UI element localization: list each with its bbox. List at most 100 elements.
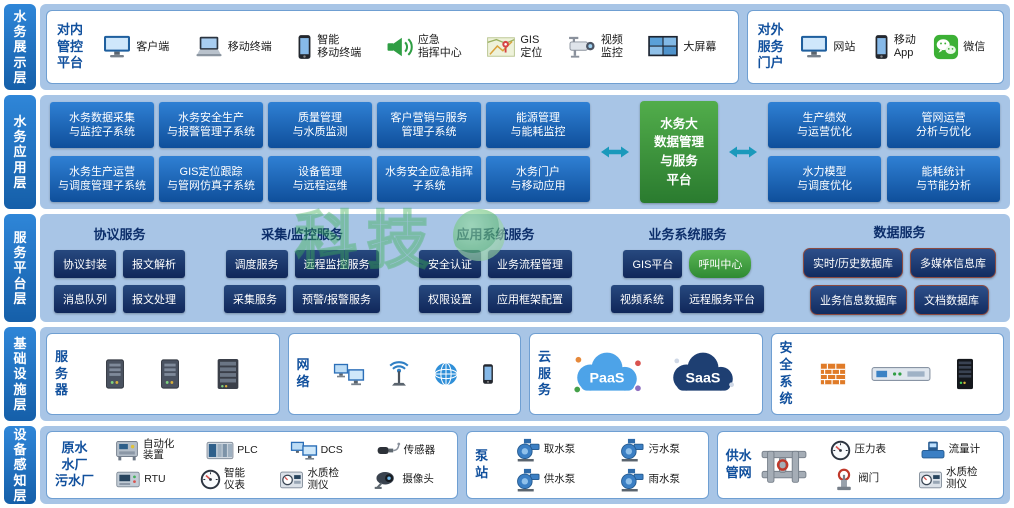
device-item-label: 供水泵 (543, 472, 576, 485)
device-item: 传感器 (375, 441, 436, 460)
display-layer-label: 水 务 展 示 层 (4, 4, 36, 90)
service-box: 业务流程管理 (488, 249, 572, 278)
sensor-icon (375, 441, 401, 460)
laptop-icon (194, 34, 224, 60)
service-group-header: 应用系统服务 (456, 226, 535, 242)
monitors-icon (333, 361, 365, 388)
desktop-icon (799, 34, 829, 60)
application-layer-label: 水 务 应 用 层 (4, 95, 36, 209)
valve-icon (833, 468, 855, 491)
service-group-data: 数据服务 实时/历史数据库多媒体信息库 业务信息数据库文档数据库 (802, 222, 996, 315)
network-icons (316, 360, 512, 388)
app-module-box: 设备管理 与远程运维 (268, 156, 372, 202)
display-item: 大屏幕 (647, 35, 716, 59)
machine-icon (114, 439, 140, 462)
service-group-header: 采集/监控服务 (261, 226, 343, 242)
app-module-box: 管网运营 分析与优化 (887, 102, 1000, 148)
infrastructure-layer-label: 基 础 设 施 层 (4, 327, 36, 421)
service-box: 调度服务 (225, 249, 288, 278)
plc-icon (206, 441, 234, 460)
pipe-network-title: 供水 管网 (725, 448, 752, 480)
pump-station-title: 泵 站 (475, 448, 489, 480)
service-group-business: 业务系统服务 GIS平台呼叫中心 视频系统远程服务平台 (610, 224, 764, 313)
wechat-icon (933, 34, 959, 60)
dcs-icon (290, 440, 318, 461)
display-item: 客户端 (102, 34, 169, 60)
app-module-box: 水务门户 与移动应用 (486, 156, 590, 202)
display-item: 网站 (799, 34, 855, 60)
desktop-icon (102, 34, 132, 60)
device-item: 污水泵 (618, 438, 680, 462)
servers-panel-title: 服 务 器 (55, 348, 69, 398)
pump-station-panel: 泵 站 取水泵污水泵 供水泵雨水泵 (466, 431, 709, 499)
service-box: 呼叫中心 (689, 249, 752, 278)
service-box: 实时/历史数据库 (802, 247, 903, 278)
display-item-label: 客户端 (136, 40, 170, 53)
service-layer-body: 协议服务 协议封装报文解析 消息队列报文处理 采集/监控服务 调度服务远程监控服… (40, 214, 1010, 322)
display-item: 移动终端 (194, 34, 272, 60)
service-box: 报文处理 (123, 284, 185, 313)
firewall-icon (819, 360, 847, 388)
display-item: GIS 定位 (486, 34, 542, 59)
map-icon (486, 35, 516, 59)
service-group-application: 应用系统服务 安全认证业务流程管理 权限设置应用框架配置 (419, 224, 572, 313)
smartphone-icon (873, 34, 890, 60)
cctv-icon (567, 35, 597, 59)
device-item-label: 污水泵 (648, 443, 680, 456)
device-item-label: RTU (144, 472, 166, 485)
service-group-header: 业务系统服务 (648, 226, 727, 242)
application-layer-body: 水务数据采集 与监控子系统水务安全生产 与报警管理子系统质量管理 与水质监测客户… (40, 95, 1010, 209)
videowall-icon (647, 35, 679, 59)
service-box: 远程服务平台 (679, 284, 764, 313)
analyzer-icon (279, 469, 304, 490)
smartphone-icon (296, 34, 313, 60)
display-item-label: 移动终端 (227, 40, 272, 53)
device-item: 自动化 装置 (114, 438, 174, 463)
svg-text:PaaS: PaaS (590, 370, 625, 386)
device-item: 智能 仪表 (200, 466, 246, 492)
device-item: PLC (206, 441, 258, 460)
service-group-header: 协议服务 (93, 226, 146, 242)
gauge-icon (830, 440, 851, 461)
app-right-row-2: 水力模型 与调度优化能耗统计 与节能分析 (768, 156, 1000, 202)
service-box: 消息队列 (54, 284, 116, 313)
device-item-label: 智能 仪表 (224, 466, 246, 491)
service-box: GIS平台 (623, 249, 683, 278)
server-rack-icon (215, 358, 241, 390)
app-module-box: 能耗统计 与节能分析 (887, 156, 1000, 202)
display-item-label: 应急 指挥中心 (417, 34, 462, 59)
display-item-label: GIS 定位 (520, 34, 543, 59)
device-item: 流量计 (920, 439, 980, 461)
network-panel-title: 网 络 (296, 357, 310, 389)
service-box: 采集服务 (223, 284, 286, 313)
device-item: 水质检 测仪 (279, 467, 339, 492)
network-panel: 网 络 (287, 333, 521, 415)
display-item: 微信 (933, 34, 985, 60)
service-box: 业务信息数据库 (809, 284, 907, 315)
app-left-grid: 水务数据采集 与监控子系统水务安全生产 与报警管理子系统质量管理 与水质监测客户… (50, 102, 590, 202)
app-module-box: 能源管理 与能耗监控 (486, 102, 590, 148)
device-item-label: DCS (320, 443, 343, 456)
display-item: 智能 移动终端 (296, 34, 361, 60)
security-icons (799, 358, 995, 390)
flowmeter-icon (920, 439, 946, 461)
horn-icon (386, 35, 414, 59)
big-data-platform-box: 水务大 数据管理 与服务 平台 (640, 101, 718, 203)
pipes-icon (758, 444, 810, 486)
device-item: DCS (290, 440, 343, 461)
security-panel-title: 安 全 系 统 (779, 340, 793, 406)
globe-icon (433, 361, 459, 387)
device-item-label: 摄像头 (402, 472, 434, 485)
rtu-icon (115, 470, 141, 489)
device-item-label: 传感器 (403, 443, 436, 456)
device-item-label: 阀门 (858, 472, 880, 485)
